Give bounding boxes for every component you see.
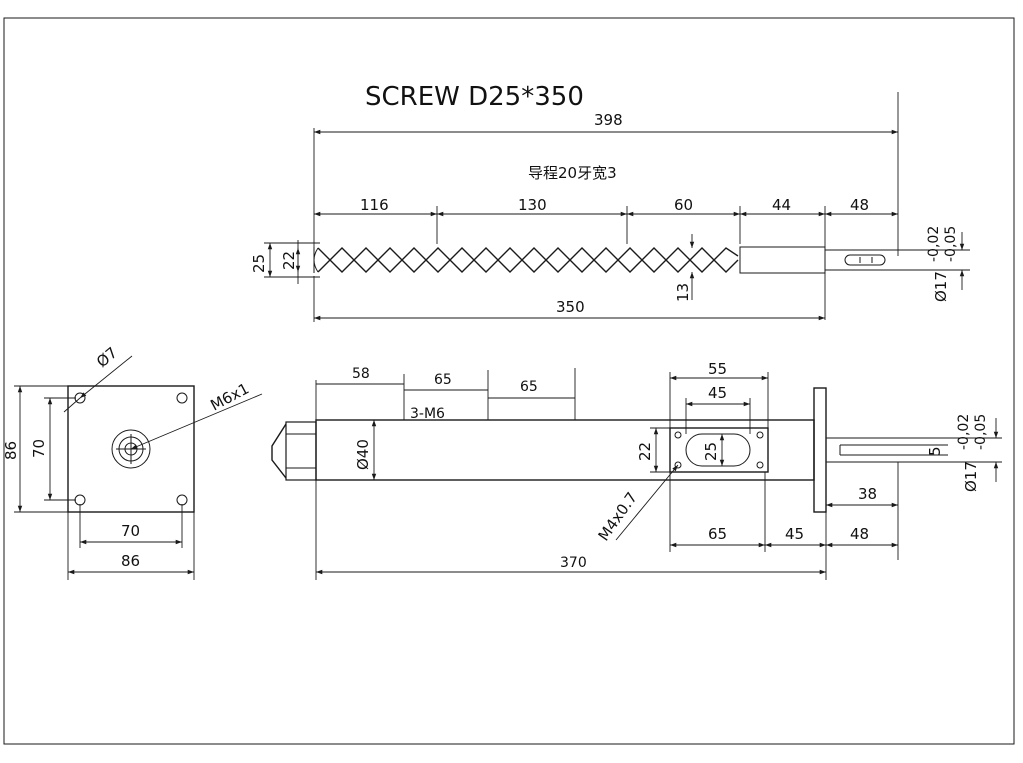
tol-upper-housing: -0,02 [956,414,972,450]
dim-seg-60: 60 [674,196,693,214]
dim-height-70: 70 [30,439,48,458]
dim-pos-58: 58 [352,366,370,382]
dim-slot-55: 55 [708,360,727,378]
dim-width-70: 70 [121,522,140,540]
dim-seg-116: 116 [360,196,389,214]
dim-bot-45: 45 [785,525,804,543]
dim-shaft-d17: Ø17 [932,271,950,302]
dim-slot-h-22: 22 [636,442,654,461]
tol-lower-housing: -0,05 [973,414,989,450]
dim-width-86: 86 [121,552,140,570]
tol-lower: -0,05 [943,226,959,262]
dim-pos-65-a: 65 [434,372,452,388]
dim-seg-44: 44 [772,196,791,214]
dim-bot-65: 65 [708,525,727,543]
dim-shaft-38: 38 [858,485,877,503]
dim-bore-d40: Ø40 [354,439,372,470]
screw-view: 398 导程20牙宽3 116 130 60 44 48 [250,92,970,322]
dim-seg-130: 130 [518,196,547,214]
dim-length-350: 350 [556,298,585,316]
dim-outer-25: 25 [250,254,268,273]
dim-overall-398: 398 [594,111,623,129]
dim-pos-65-b: 65 [520,379,538,395]
drawing-border [3,17,1015,745]
label-screw-m4x0-7: M4x0.7 [595,489,641,545]
dim-key-5: 5 [926,446,944,456]
dim-shaft-d17-housing: Ø17 [962,461,980,492]
dim-length-370: 370 [560,555,587,571]
dim-bot-48: 48 [850,525,869,543]
drawing-title: SCREW D25*350 [365,82,584,112]
dim-inner-22: 22 [280,251,298,270]
note-lead-pitch: 导程20牙宽3 [528,164,617,182]
label-thread-m6x1: M6x1 [207,379,252,414]
dim-seg-48: 48 [850,196,869,214]
dim-height-86: 86 [2,441,20,460]
dim-slot-45: 45 [708,384,727,402]
flange-view: Ø7 M6x1 86 70 70 86 [2,344,263,580]
dim-thread-13: 13 [674,283,692,302]
label-hole-d7: Ø7 [93,344,121,372]
label-tapped-3-m6: 3-M6 [410,406,445,422]
housing-view: 58 65 65 3-M6 Ø40 55 45 22 25 M4x0.7 5 [271,360,1002,580]
tol-upper: -0,02 [926,226,942,262]
dim-slot-h-25: 25 [702,442,720,461]
